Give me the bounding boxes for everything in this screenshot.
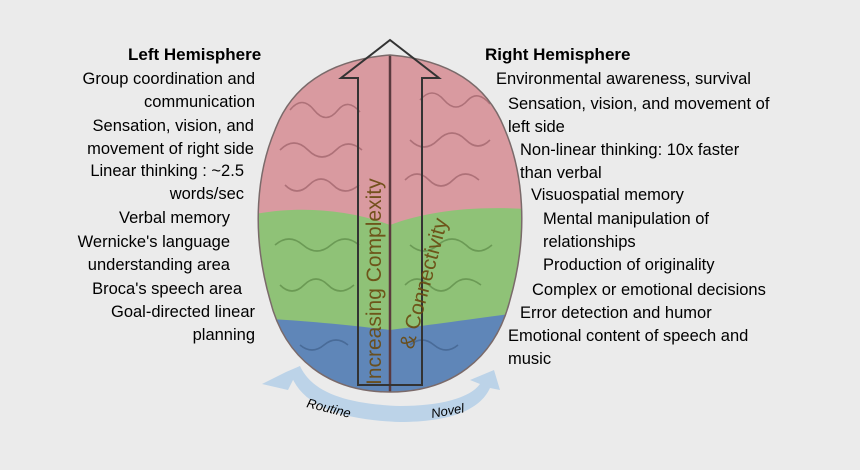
right-item-3: Non-linear thinking: 10x faster than ver… [520,141,740,182]
left-item-5: Wernicke's language understanding area [77,233,230,274]
left-item-6: Broca's speech area [92,280,242,298]
right-item-5: Mental manipulation of relationships [543,210,710,251]
brain-image [258,55,522,392]
right-item-1: Environmental awareness, survival [496,70,751,88]
right-hemisphere-title: Right Hemisphere [485,45,631,64]
arrow-label-line1: Increasing Complexity [363,178,386,385]
complexity-arrow [338,38,442,386]
left-item-4: Verbal memory [119,209,230,227]
left-item-1: Group coordination and communication [82,70,255,111]
right-item-9: Emotional content of speech and music [508,327,749,368]
right-item-4: Visuospatial memory [531,186,684,204]
left-hemisphere-title: Left Hemisphere [128,45,262,64]
right-item-7: Complex or emotional decisions [532,281,766,299]
left-item-7: Goal-directed linear planning [111,303,255,344]
right-item-2: Sensation, vision, and movement of left … [508,95,770,136]
left-item-3: Linear thinking : ~2.5 words/sec [90,162,244,203]
right-item-6: Production of originality [543,256,715,274]
right-item-8: Error detection and humor [520,304,712,322]
left-item-2: Sensation, vision, and movement of right… [87,117,254,158]
cycle-end-label: Novel [430,400,466,421]
cycle-arrow [262,366,500,422]
